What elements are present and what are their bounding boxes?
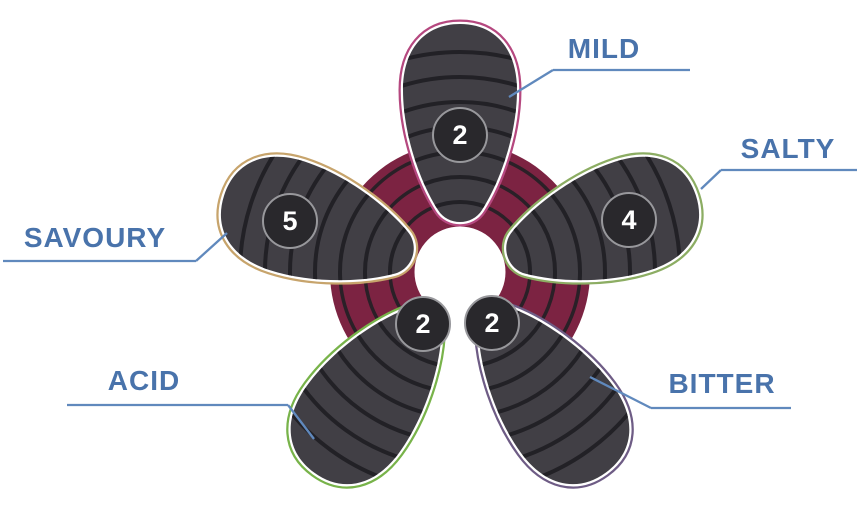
- label-text-bitter: BITTER: [668, 368, 775, 399]
- badge-value-mild: 2: [452, 120, 467, 150]
- label-text-savoury: SAVOURY: [24, 222, 166, 253]
- badge-value-bitter: 2: [484, 308, 499, 338]
- label-connector-acid: [287, 404, 315, 440]
- label-connector-salty: [700, 169, 722, 190]
- label-bitter: BITTER: [589, 368, 791, 410]
- badge-circle-acid: [395, 296, 451, 352]
- value-badge-mild: 2: [432, 107, 488, 163]
- badge-value-acid: 2: [415, 309, 430, 339]
- label-connector-mild: [508, 69, 554, 98]
- label-text-salty: SALTY: [741, 133, 836, 164]
- badge-circle-savoury: [262, 193, 318, 249]
- center-hole: [414, 226, 506, 318]
- label-connector-bitter: [589, 375, 652, 410]
- label-mild: MILD: [508, 33, 690, 98]
- badge-circle-salty: [601, 192, 657, 248]
- value-badges: 2 4 2 2 5: [262, 107, 657, 352]
- value-badge-bitter: 2: [464, 295, 520, 351]
- badge-circle-bitter: [464, 295, 520, 351]
- label-acid: ACID: [67, 365, 315, 440]
- badge-value-salty: 4: [621, 205, 636, 235]
- value-badge-acid: 2: [395, 296, 451, 352]
- label-text-mild: MILD: [568, 33, 640, 64]
- value-badge-savoury: 5: [262, 193, 318, 249]
- badge-circle-mild: [432, 107, 488, 163]
- label-text-acid: ACID: [108, 365, 180, 396]
- value-badge-salty: 4: [601, 192, 657, 248]
- label-salty: SALTY: [700, 133, 857, 190]
- label-savoury: SAVOURY: [3, 222, 228, 263]
- badge-value-savoury: 5: [282, 206, 297, 236]
- labels: MILD SALTY BITTER ACID SAVOURY: [3, 33, 857, 440]
- label-connector-savoury: [195, 232, 228, 262]
